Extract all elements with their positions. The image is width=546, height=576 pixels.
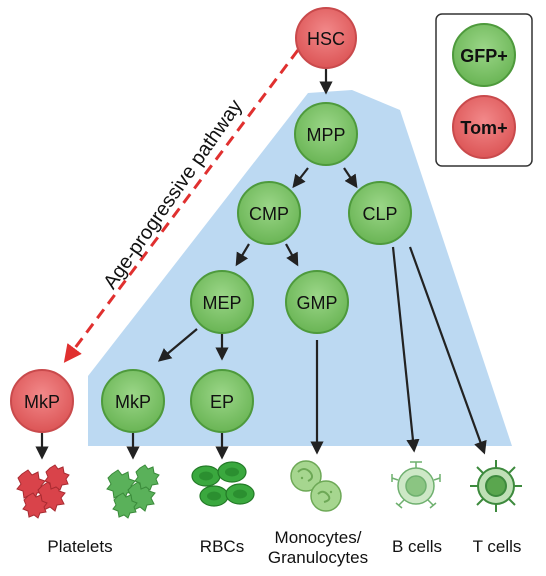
node-label-ep: EP <box>210 392 234 412</box>
node-mpp: MPP <box>294 102 358 166</box>
arrow-clp-tcells <box>408 246 487 455</box>
node-label-gmp: GMP <box>296 293 337 313</box>
node-mep: MEP <box>190 270 254 334</box>
label-monocytes: Monocytes/ <box>275 528 362 547</box>
node-gmp: GMP <box>285 270 349 334</box>
arrow-mpp-cmp <box>292 167 309 189</box>
green-platelet-cluster-icon <box>106 464 160 519</box>
red-blood-cell-icon <box>191 461 255 507</box>
node-label-cmp: CMP <box>249 204 289 224</box>
arrow-mep-mkp <box>157 328 198 362</box>
label-t-cells: T cells <box>473 537 522 556</box>
label-granulocytes: Granulocytes <box>268 548 368 567</box>
progenitor-region <box>88 90 512 446</box>
node-clp: CLP <box>348 181 412 245</box>
granulocyte-icon <box>290 460 342 512</box>
label-rbcs: RBCs <box>200 537 244 556</box>
lineage-arrows <box>35 68 487 460</box>
node-ep: EP <box>190 369 254 433</box>
node-label-mep: MEP <box>202 293 241 313</box>
b-cell-icon <box>391 461 441 509</box>
node-cmp: CMP <box>237 181 301 245</box>
arrow-clp-bcells <box>391 246 420 453</box>
legend-gfp-label: GFP+ <box>460 46 508 66</box>
legend-tom-label: Tom+ <box>460 118 507 138</box>
arrow-mpp-clp <box>343 167 358 189</box>
t-cell-icon <box>470 460 522 512</box>
label-b-cells: B cells <box>392 537 442 556</box>
node-label-hsc: HSC <box>307 29 345 49</box>
node-label-mkp-red: MkP <box>24 392 60 412</box>
label-platelets: Platelets <box>47 537 112 556</box>
node-mkp-red: MkP <box>10 369 74 433</box>
arrow-cmp-mep <box>235 243 250 267</box>
node-label-clp: CLP <box>362 204 397 224</box>
legend: GFP+ Tom+ <box>435 13 533 167</box>
node-label-mpp: MPP <box>306 125 345 145</box>
red-platelet-cluster-icon <box>16 464 70 519</box>
arrow-cmp-gmp <box>285 243 299 267</box>
age-progressive-arrow <box>63 49 300 363</box>
node-label-mkp-green: MkP <box>115 392 151 412</box>
node-hsc: HSC <box>295 7 357 69</box>
node-mkp-green: MkP <box>101 369 165 433</box>
